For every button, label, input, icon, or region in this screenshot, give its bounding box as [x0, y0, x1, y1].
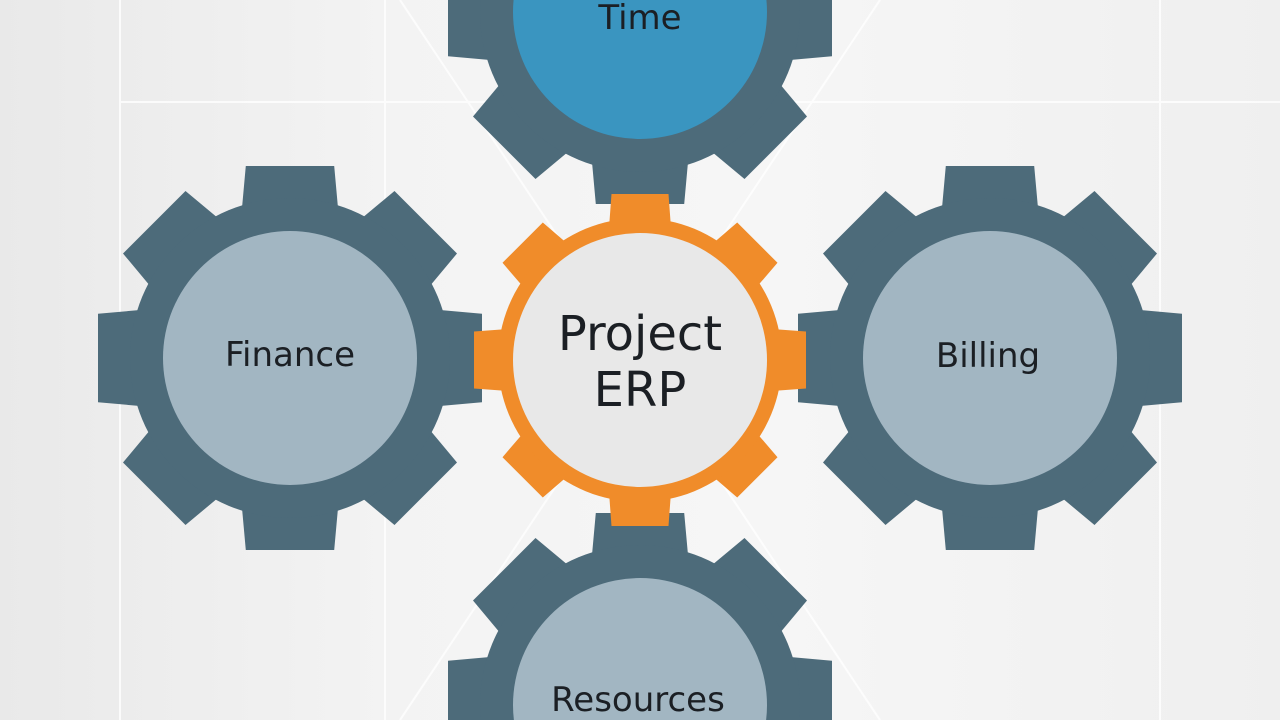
- gear-label-billing: Billing: [935, 336, 1041, 376]
- gear-billing: [798, 166, 1182, 550]
- center-label-line1: Project: [557, 306, 723, 362]
- gear-inner-circle: [863, 231, 1117, 485]
- gear-time: [448, 0, 832, 204]
- gear-label-finance: Finance: [224, 335, 356, 375]
- gear-teeth: [448, 0, 832, 204]
- gear-inner-circle: [513, 233, 767, 487]
- center-label: Project ERP: [558, 306, 722, 418]
- gears-layer: [98, 0, 1182, 720]
- gear-label-time: Time: [598, 0, 682, 38]
- center-label-line2: ERP: [593, 362, 687, 418]
- gear-label-resources: Resources: [551, 680, 725, 720]
- gear-teeth: [448, 513, 832, 720]
- gear-inner-circle: [513, 578, 767, 720]
- gear-resources: [448, 513, 832, 720]
- gear-inner-circle: [163, 231, 417, 485]
- gear-finance: [98, 166, 482, 550]
- gear-project-erp: [474, 194, 806, 526]
- gear-inner-circle: [513, 0, 767, 139]
